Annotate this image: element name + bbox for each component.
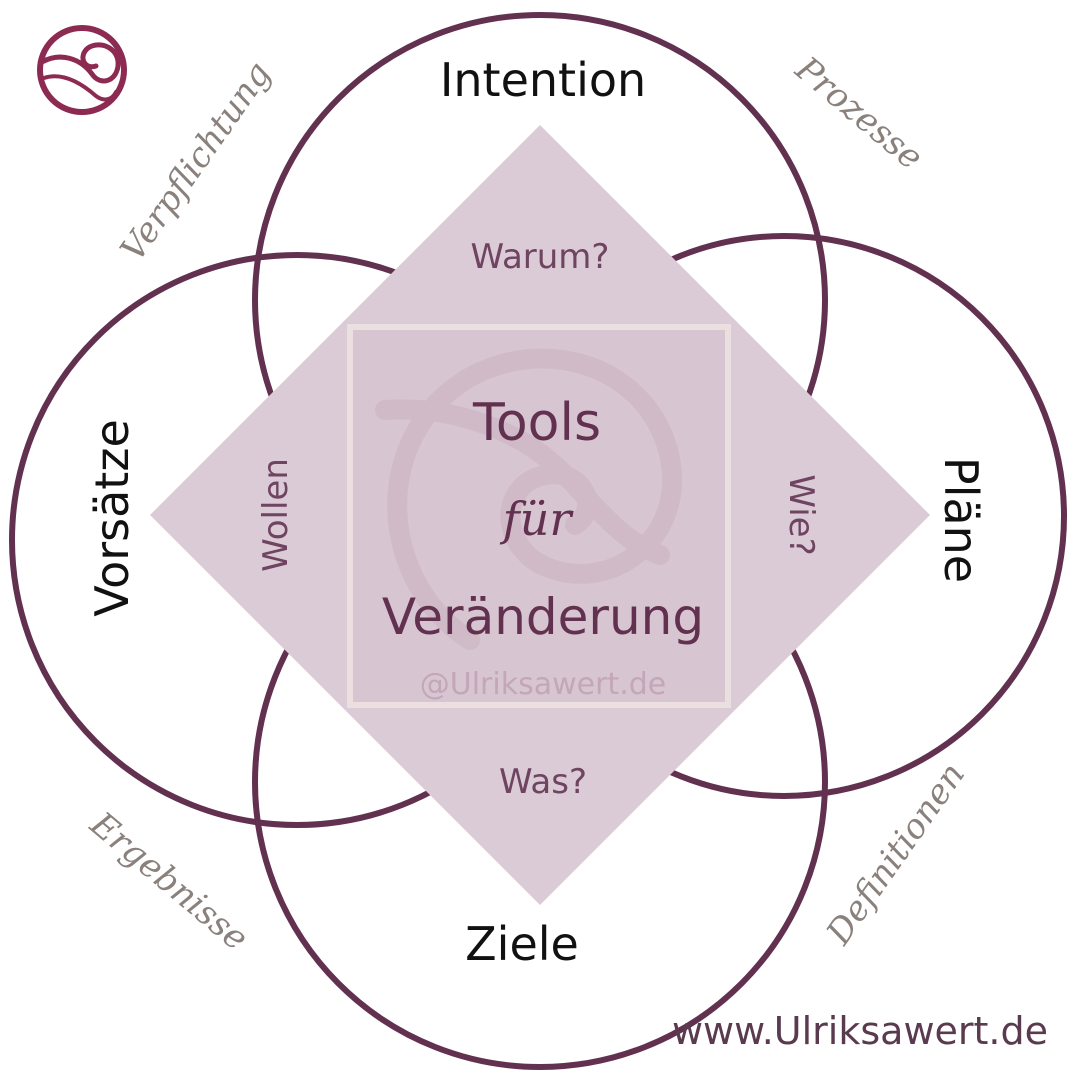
circle-label-intention: Intention [440, 53, 646, 107]
center-title-tools: Tools [472, 393, 601, 453]
swirl-watermark-icon [375, 348, 683, 650]
circle-label-vorsaetze: Vorsätze [85, 419, 139, 617]
corner-label-verpflichtung: Verpflichtung [113, 55, 280, 269]
center-title-veraenderung: Veränderung [382, 588, 704, 646]
circle-label-plaene: Pläne [934, 457, 988, 583]
center-title-fuer: für [500, 492, 575, 546]
footer-url[interactable]: www.Ulriksawert.de [672, 1009, 1048, 1053]
diamond-label-wie: Wie? [781, 474, 821, 555]
center-square [347, 324, 731, 708]
center-watermark-text: @Ulriksawert.de [420, 667, 666, 702]
diamond-label-wollen: Wollen [256, 458, 296, 572]
swirl-logo-icon [37, 25, 127, 115]
corner-label-prozesse: Prozesse [787, 49, 930, 178]
corner-label-definitionen: Definitionen [818, 755, 973, 952]
diamond-label-was: Was? [499, 762, 587, 802]
circle-label-ziele: Ziele [465, 917, 579, 971]
diamond-label-warum: Warum? [471, 237, 610, 277]
corner-label-ergebnisse: Ergebnisse [82, 804, 256, 959]
